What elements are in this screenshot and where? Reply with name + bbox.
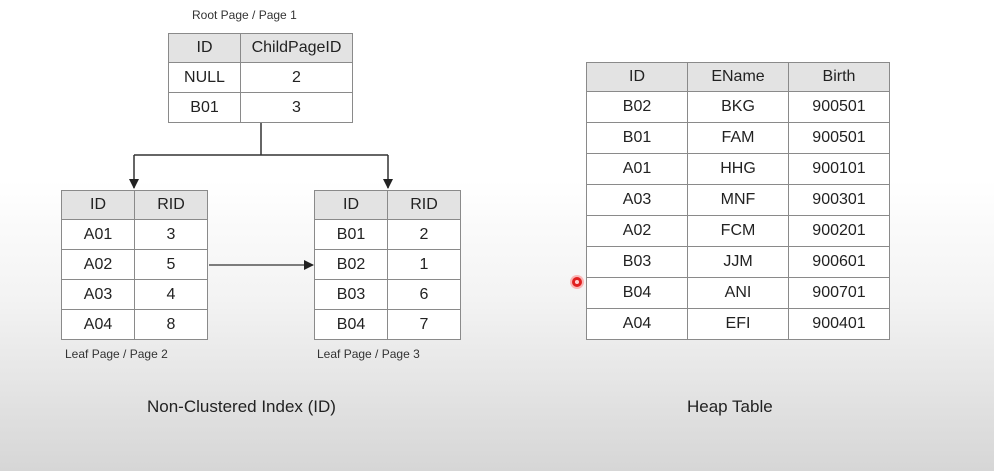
leaf2-cell-rid: 4 xyxy=(134,279,208,310)
heap-cell-ename: BKG xyxy=(687,91,789,123)
leaf2-header-rid: RID xyxy=(134,190,208,220)
root-cell-childpageid: 3 xyxy=(240,92,353,123)
leaf3-header-rid: RID xyxy=(387,190,461,220)
leaf3-cell-id: B04 xyxy=(314,309,388,340)
heap-cell-ename: JJM xyxy=(687,246,789,278)
heap-cell-ename: FCM xyxy=(687,215,789,247)
table-row: A04 8 xyxy=(61,309,208,340)
root-header-id: ID xyxy=(168,33,241,63)
heap-cell-birth: 900701 xyxy=(788,277,890,309)
table-row: B02 1 xyxy=(314,249,461,280)
leaf3-cell-id: B02 xyxy=(314,249,388,280)
root-to-leaf-connector xyxy=(134,123,388,156)
heap-cell-id: A04 xyxy=(586,308,688,340)
heap-cell-ename: ANI xyxy=(687,277,789,309)
heap-header-birth: Birth xyxy=(788,62,890,92)
heap-cell-ename: EFI xyxy=(687,308,789,340)
leaf2-cell-rid: 3 xyxy=(134,219,208,250)
table-row: A02 5 xyxy=(61,249,208,280)
leaf3-cell-rid: 6 xyxy=(387,279,461,310)
leaf3-cell-id: B03 xyxy=(314,279,388,310)
leaf-page-2-table: ID RID A01 3 A02 5 A03 4 A04 8 xyxy=(61,190,208,340)
leaf2-cell-id: A04 xyxy=(61,309,135,340)
root-cell-id: NULL xyxy=(168,62,241,93)
heap-header-ename: EName xyxy=(687,62,789,92)
table-row: A03 MNF 900301 xyxy=(586,184,890,216)
heap-cell-ename: HHG xyxy=(687,153,789,185)
root-cell-id: B01 xyxy=(168,92,241,123)
heap-cell-id: B03 xyxy=(586,246,688,278)
table-row: A01 3 xyxy=(61,219,208,250)
leaf3-cell-id: B01 xyxy=(314,219,388,250)
table-row: B01 FAM 900501 xyxy=(586,122,890,154)
heap-cell-id: A03 xyxy=(586,184,688,216)
heap-cell-birth: 900501 xyxy=(788,122,890,154)
table-row: B02 BKG 900501 xyxy=(586,91,890,123)
heap-cell-id: A02 xyxy=(586,215,688,247)
table-row: B04 7 xyxy=(314,309,461,340)
table-row: A03 4 xyxy=(61,279,208,310)
heap-cell-birth: 900601 xyxy=(788,246,890,278)
cursor-dot-icon xyxy=(572,277,582,287)
leaf2-cell-id: A03 xyxy=(61,279,135,310)
leaf2-cell-id: A01 xyxy=(61,219,135,250)
leaf3-cell-rid: 1 xyxy=(387,249,461,280)
root-header-childpageid: ChildPageID xyxy=(240,33,353,63)
heap-cell-ename: FAM xyxy=(687,122,789,154)
index-title: Non-Clustered Index (ID) xyxy=(147,397,336,416)
table-row: B01 3 xyxy=(168,92,353,123)
heap-cell-birth: 900401 xyxy=(788,308,890,340)
heap-table: ID EName Birth B02 BKG 900501 B01 FAM 90… xyxy=(586,62,890,340)
leaf3-header-id: ID xyxy=(314,190,388,220)
leaf2-header-id: ID xyxy=(61,190,135,220)
heap-cell-id: B01 xyxy=(586,122,688,154)
table-row: B03 JJM 900601 xyxy=(586,246,890,278)
table-row: B01 2 xyxy=(314,219,461,250)
heap-cell-id: B02 xyxy=(586,91,688,123)
table-row: B04 ANI 900701 xyxy=(586,277,890,309)
heap-cell-birth: 900101 xyxy=(788,153,890,185)
leaf-page-2-caption: Leaf Page / Page 2 xyxy=(65,347,168,361)
heap-cell-birth: 900201 xyxy=(788,215,890,247)
table-row: NULL 2 xyxy=(168,62,353,93)
leaf2-cell-id: A02 xyxy=(61,249,135,280)
table-row: A04 EFI 900401 xyxy=(586,308,890,340)
heap-cell-birth: 900301 xyxy=(788,184,890,216)
root-cell-childpageid: 2 xyxy=(240,62,353,93)
root-page-table: ID ChildPageID NULL 2 B01 3 xyxy=(168,33,353,123)
heap-cell-birth: 900501 xyxy=(788,91,890,123)
table-row: A02 FCM 900201 xyxy=(586,215,890,247)
leaf-page-3-caption: Leaf Page / Page 3 xyxy=(317,347,420,361)
table-row: B03 6 xyxy=(314,279,461,310)
heap-cell-ename: MNF xyxy=(687,184,789,216)
heap-table-title: Heap Table xyxy=(687,397,773,416)
leaf3-cell-rid: 2 xyxy=(387,219,461,250)
heap-cell-id: A01 xyxy=(586,153,688,185)
root-page-caption: Root Page / Page 1 xyxy=(192,8,297,22)
leaf2-cell-rid: 5 xyxy=(134,249,208,280)
heap-cell-id: B04 xyxy=(586,277,688,309)
table-row: A01 HHG 900101 xyxy=(586,153,890,185)
leaf3-cell-rid: 7 xyxy=(387,309,461,340)
heap-header-id: ID xyxy=(586,62,688,92)
leaf2-cell-rid: 8 xyxy=(134,309,208,340)
leaf-page-3-table: ID RID B01 2 B02 1 B03 6 B04 7 xyxy=(314,190,461,340)
